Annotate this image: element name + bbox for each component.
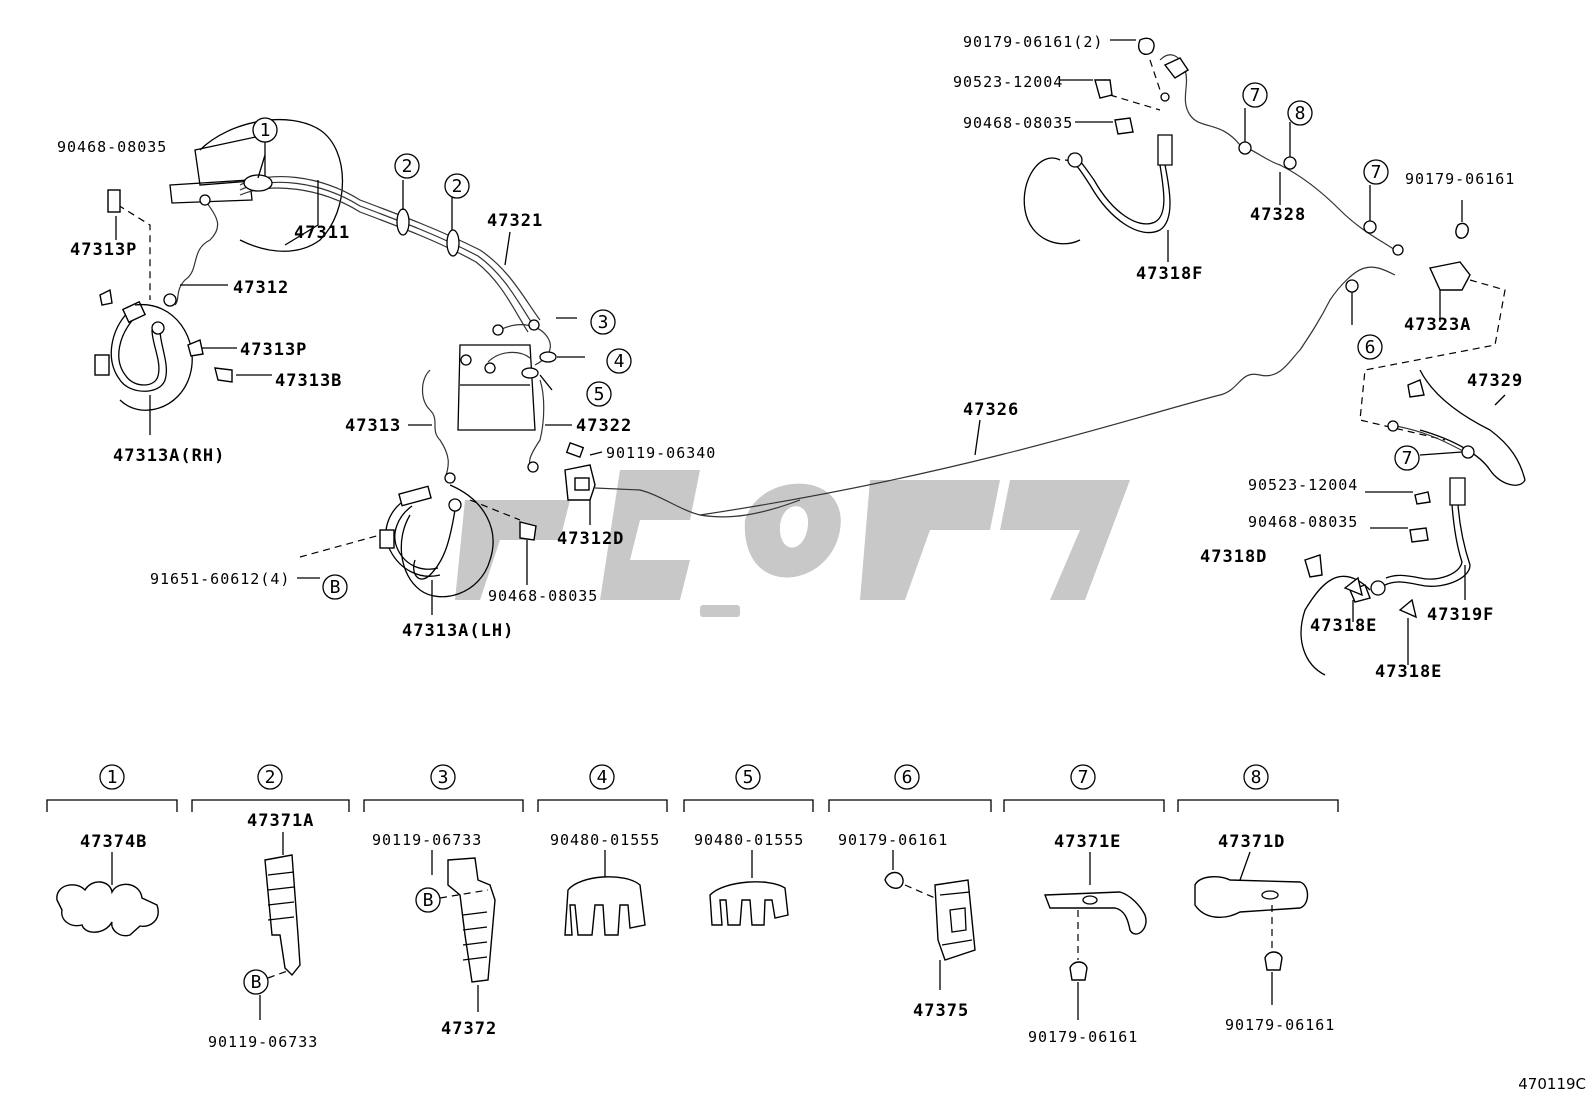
label-47319F: 47319F	[1427, 605, 1494, 625]
label-47326: 47326	[963, 400, 1019, 420]
diagram-callouts: 1 2 2 3 4 5 7 8 7 6 7 B	[252, 82, 1420, 600]
label-47321: 47321	[487, 211, 543, 231]
callout-2b: 2	[452, 176, 463, 197]
label-90468-08035-b: 90468-08035	[488, 587, 598, 605]
legend-num-5: 5	[743, 767, 754, 788]
legend-group-8: 8 47371D 90179-06161	[1177, 764, 1339, 1034]
diagram-part-labels: 90468-08035 47313P 47312 47313P 47313B 4…	[57, 33, 1523, 682]
label-90468-08035-a: 90468-08035	[57, 138, 167, 156]
callout-8: 8	[1295, 103, 1306, 124]
legend-num-4: 4	[597, 767, 608, 788]
legend-num-6: 6	[902, 767, 913, 788]
label-47318D: 47318D	[1200, 547, 1267, 567]
legend-2-b: B	[251, 972, 262, 993]
label-47312: 47312	[233, 278, 289, 298]
legend-6-bottom: 47375	[913, 1001, 969, 1021]
legend-num-3: 3	[438, 767, 449, 788]
center-valve-assembly	[408, 317, 585, 479]
label-47313P-b: 47313P	[240, 340, 307, 360]
legend-group-5: 5 90480-01555	[683, 764, 814, 926]
label-47313A-RH: 47313A(RH)	[113, 446, 225, 466]
label-47318E-a: 47318E	[1310, 616, 1377, 636]
legend-num-2: 2	[265, 767, 276, 788]
label-90468-08035-c: 90468-08035	[963, 114, 1073, 132]
legend-1-top: 47374B	[80, 832, 147, 852]
label-47311: 47311	[294, 223, 350, 243]
legend-num-1: 1	[107, 767, 118, 788]
lh-hose-assembly	[297, 442, 801, 615]
legend-num-8: 8	[1251, 767, 1262, 788]
label-47329: 47329	[1467, 371, 1523, 391]
label-47323A: 47323A	[1404, 315, 1471, 335]
callout-3: 3	[598, 312, 609, 333]
legend-group-6: 6 90179-06161 47375	[828, 764, 992, 1021]
legend-3-bottom: 47372	[441, 1019, 497, 1039]
legend-8-bottom: 90179-06161	[1225, 1016, 1335, 1034]
rh-hose-assembly	[94, 189, 272, 435]
legend-6-top: 90179-06161	[838, 831, 948, 849]
legend-group-3: 3 90119-06733 B 47372	[363, 764, 524, 1039]
legend-7-top: 47371E	[1054, 832, 1121, 852]
label-47322: 47322	[576, 416, 632, 436]
legend-2-top: 47371A	[247, 811, 314, 831]
diagram-code: 470119C	[1518, 1075, 1586, 1093]
label-47318E-b: 47318E	[1375, 662, 1442, 682]
label-47312D: 47312D	[557, 529, 624, 549]
callout-7b: 7	[1371, 162, 1382, 183]
legend-3-b: B	[423, 890, 434, 911]
legend-2-bottom: 90119-06733	[208, 1033, 318, 1051]
label-90179-06161-a: 90179-06161	[1405, 170, 1515, 188]
label-90179-06161-2: 90179-06161(2)	[963, 33, 1103, 51]
callout-7a: 7	[1250, 85, 1261, 106]
legend-7-bottom: 90179-06161	[1028, 1028, 1138, 1046]
callout-7c: 7	[1402, 448, 1413, 469]
callout-1: 1	[260, 120, 271, 141]
label-47318F: 47318F	[1136, 264, 1203, 284]
label-90468-08035-d: 90468-08035	[1248, 513, 1358, 531]
callout-4: 4	[614, 351, 625, 372]
booster-assembly	[169, 118, 541, 333]
legend-group-4: 4 90480-01555	[537, 764, 668, 936]
callout-b-diagram: B	[330, 577, 341, 598]
rear-right-assembly	[1023, 37, 1526, 676]
label-47313A-LH: 47313A(LH)	[402, 621, 514, 641]
label-47328: 47328	[1250, 205, 1306, 225]
legend-8-top: 47371D	[1218, 832, 1285, 852]
label-90523-12004-b: 90523-12004	[1248, 476, 1358, 494]
callout-5: 5	[594, 384, 605, 405]
label-90523-12004-a: 90523-12004	[953, 73, 1063, 91]
label-91651-60612: 91651-60612(4)	[150, 570, 290, 588]
label-90119-06340: 90119-06340	[606, 444, 716, 462]
legend-4-top: 90480-01555	[550, 831, 660, 849]
legend-group-2: 2 47371A B 90119-06733	[191, 764, 350, 1051]
rear-brake-tube	[699, 266, 1396, 516]
legend-num-7: 7	[1078, 767, 1089, 788]
legend-3-top: 90119-06733	[372, 831, 482, 849]
label-47313P-a: 47313P	[70, 240, 137, 260]
legend-group-1: 1 47374B	[46, 764, 178, 937]
label-47313: 47313	[345, 416, 401, 436]
legend-group-7: 7 47371E 90179-06161	[1003, 764, 1165, 1046]
label-47313B: 47313B	[275, 371, 342, 391]
callout-6: 6	[1365, 337, 1376, 358]
legend-5-top: 90480-01555	[694, 831, 804, 849]
callout-2a: 2	[402, 156, 413, 177]
